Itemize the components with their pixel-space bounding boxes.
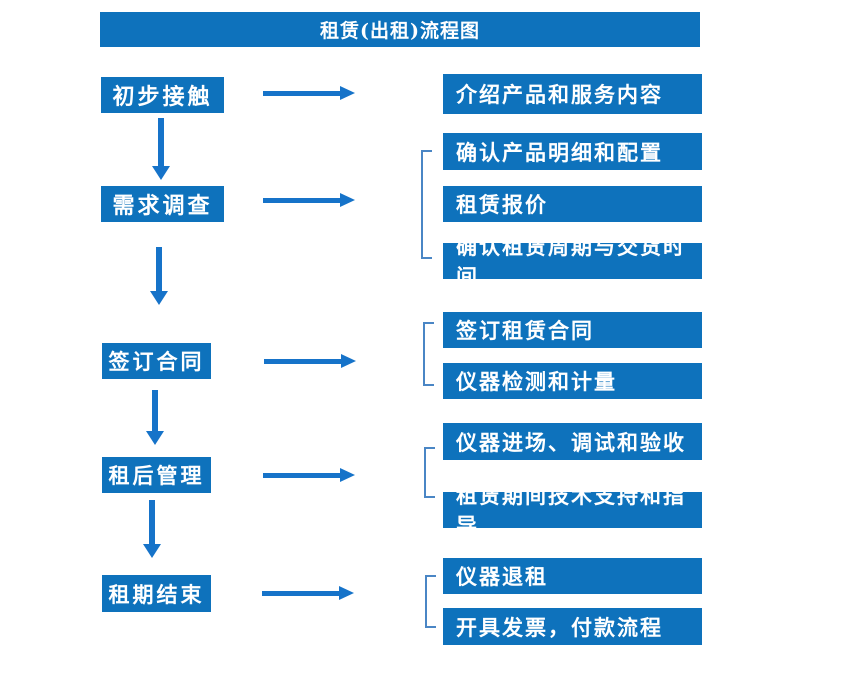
diagram-title: 租赁(出租)流程图 <box>100 12 700 47</box>
target-box-introduce-products: 介绍产品和服务内容 <box>443 74 702 114</box>
right-arrow-1 <box>263 86 355 100</box>
right-arrow-4 <box>263 468 355 482</box>
step-box-rental-end: 租期结束 <box>102 575 211 612</box>
bracket-group-post-rental <box>424 447 435 498</box>
target-box-confirm-product-details: 确认产品明细和配置 <box>443 133 702 170</box>
target-box-confirm-period-delivery: 确认租赁周期与交货时间 <box>443 234 702 289</box>
target-box-instrument-return: 仪器退租 <box>443 558 702 594</box>
bracket-group-demand-survey <box>421 150 432 259</box>
step-box-demand-survey: 需求调查 <box>101 186 224 222</box>
step-box-sign-contract: 签订合同 <box>102 343 211 379</box>
target-box-technical-support: 租赁期间技术支持和指导 <box>443 483 702 538</box>
down-arrow-2 <box>150 247 168 305</box>
target-box-invoice-payment: 开具发票，付款流程 <box>443 608 702 645</box>
step-box-post-rental-management: 租后管理 <box>102 457 211 493</box>
step-box-initial-contact: 初步接触 <box>101 77 224 113</box>
right-arrow-2 <box>263 193 355 207</box>
bracket-group-rental-end <box>425 575 436 628</box>
down-arrow-4 <box>143 500 161 558</box>
bracket-group-sign-contract <box>423 322 434 386</box>
target-box-sign-rental-contract: 签订租赁合同 <box>443 312 702 348</box>
target-box-instrument-testing: 仪器检测和计量 <box>443 363 702 399</box>
right-arrow-3 <box>264 354 356 368</box>
target-box-rental-quotation: 租赁报价 <box>443 186 702 222</box>
down-arrow-3 <box>146 390 164 445</box>
target-box-instrument-setup-acceptance: 仪器进场、调试和验收 <box>443 423 702 460</box>
right-arrow-5 <box>262 586 354 600</box>
down-arrow-1 <box>152 118 170 180</box>
